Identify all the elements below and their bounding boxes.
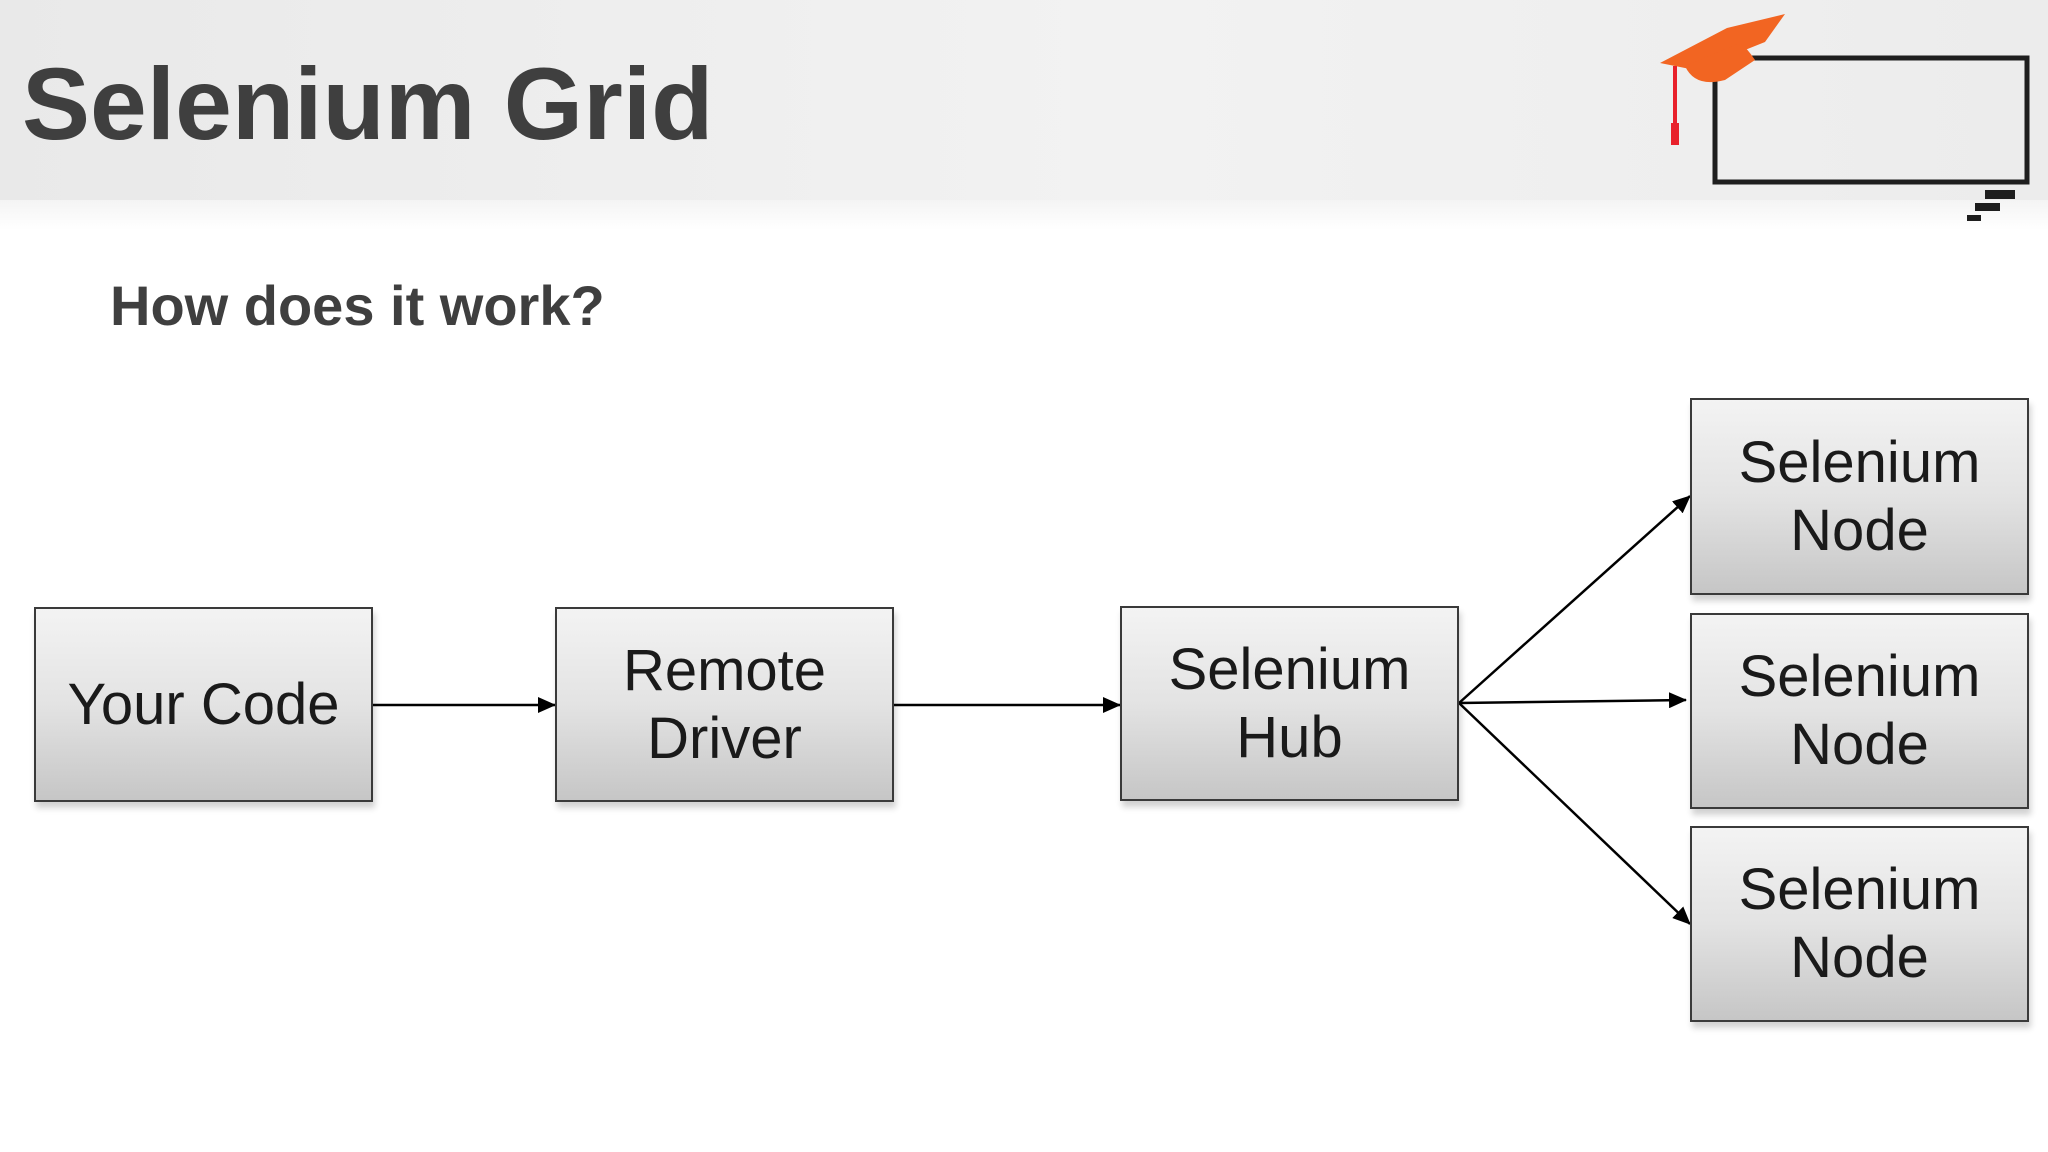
node-label: Selenium Node: [1738, 644, 1981, 777]
node-selenium-node-1: Selenium Node: [1690, 398, 2029, 595]
logo-bar: [1975, 203, 2000, 211]
slide-title: Selenium Grid: [22, 47, 714, 161]
cap-board: [1660, 14, 1785, 70]
header-band: [0, 0, 2048, 205]
slide-subtitle: How does it work?: [110, 274, 605, 337]
node-label: Selenium Hub: [1168, 636, 1411, 770]
arrow-hub-to-node-2: [1458, 692, 1687, 709]
logo-bar: [1985, 190, 2015, 199]
tassel-end: [1671, 123, 1679, 145]
node-label: Selenium Node: [1738, 857, 1981, 990]
logo-bar: [1967, 215, 1981, 221]
node-remote-driver: Remote Driver: [555, 607, 894, 802]
graduation-cap-icon: [1660, 14, 2030, 221]
node-your-code: Your Code: [34, 607, 373, 802]
arrow-hub-to-node-3: [1458, 702, 1691, 925]
header-fade: [0, 200, 2048, 230]
node-selenium-node-2: Selenium Node: [1690, 613, 2029, 809]
node-label: Selenium Node: [1738, 429, 1981, 563]
monitor-outline: [1712, 55, 2030, 185]
node-selenium-node-3: Selenium Node: [1690, 826, 2029, 1022]
node-selenium-hub: Selenium Hub: [1120, 606, 1459, 801]
node-label: Remote Driver: [622, 637, 827, 771]
arrow-hub-to-node-1: [1458, 495, 1691, 704]
node-label: Your Code: [67, 671, 340, 737]
cap-base: [1685, 43, 1755, 83]
